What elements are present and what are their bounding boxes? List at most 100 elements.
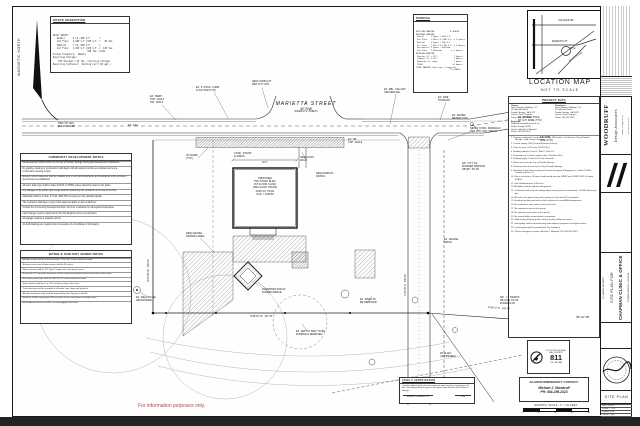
titleblock-info-row: SCALE: 1" = 20' [601,407,632,410]
waste-line: 25% Storage = 42 lbs. recycling storage [53,59,110,63]
parking-line: 13 SPACES [416,69,461,72]
call-811-number: 811 [549,353,563,363]
titleblock-info-row: DRAWN: MJW [601,410,632,413]
call-811-text: IF YOU DIG GEORGIA, CALL US FIRST! 811 I… [545,350,567,364]
hatch-areas [182,136,430,337]
plan-annotation: HC RAMP (TYP.) [186,154,198,160]
building-label: PROPOSED TWO STORY BLDG. 1ST FLOOR: CLIN… [253,177,277,196]
street-label: MARIETTA STREET 40' R/W (PAVED 21'±, PUB… [276,101,337,113]
site-note: 9. Boundary & topo from survey by Precis… [511,169,592,175]
emergency-name: Michael J. Woodruff [538,385,570,390]
note-item: All abandoned services shall be cut and … [21,300,131,306]
project-title-block: 210 MARIETTA STREET SITE PLAN FOR CHAPMA… [601,252,632,322]
waste-line: 168 lbs. Total [53,50,106,53]
property-lines [151,139,620,403]
owner-line: Phone: 404-295-2323 [511,116,531,119]
septic-circle [272,294,328,350]
waste-line: 1st Floor 1,825 S.F./100 S.F. = 128 lbs. [53,46,114,50]
emergency-title: 24-HOUR EMERGENCY CONTACT: [529,380,579,384]
scale-segment [572,408,588,412]
owner-line: Jack Chapman Holdings, LLC [511,106,538,109]
waste-line: Recycling Container: Rolling Cart (95 ga… [53,62,111,66]
firm-name: WOODRUFF [602,104,610,147]
plan-annotation: N/F CITY OF POWDER SPRINGS DB 987 PG 65 [462,162,486,171]
note-item: No grading, clearing or construction sha… [21,166,131,174]
certification-signature-row: Michael J. Woodruff, P.E. Date [400,394,474,398]
note-item: All water mains shall be ductile iron pi… [21,257,131,263]
emergency-phone: PH: 404-295-2323 [540,389,568,394]
site-note: 15. Handicap parking and access shall co… [511,200,582,203]
scale-tick: 40 [554,412,557,415]
waste-line: Medical 7 lb./100 S.F. = [53,43,101,47]
map-road-label: MARIETTA ST. [552,39,568,43]
note-item: Contact the Community Development Dept. … [21,205,131,211]
plan-annotation: N 00°09' W 150.00' [147,259,150,282]
note-item: The contractor shall keep a copy of the … [21,199,131,206]
plan-annotation: NEW 5' CONC. SIDEWALK PER CITY STD. DETA… [470,127,501,133]
water-sewer-notes-title: WATER & SANITARY SEWER NOTES [21,251,131,258]
plan-annotation: CONC. STOOP & STEPS [234,152,252,158]
site-note: 1. Property is located in Land Lot 882 o… [511,136,590,142]
site-note: 14. All work in the right-of-way shall c… [511,196,579,199]
plan-annotation: EX. WELL TO BE ABANDONED [136,296,156,302]
parking-line: Handicap (w/ ramp) 1 Space [416,61,462,63]
note-item: All development shall conform to the Cit… [21,160,131,167]
plan-annotation: EX. DBL. YELLOW CENTERLINE [384,88,406,94]
street-rw: 40' R/W [300,107,312,111]
note-item: Notify the Utilities Department 48 hours… [21,295,131,301]
engineer-seal-icon [602,356,632,384]
site-note: 8. Sanitary sewer service by the City of… [511,166,563,169]
waste-line: DAILY WASTE: [53,34,69,38]
parking-line: 2nd Floor 2 Bedrooms = 2 Spaces [416,50,463,52]
site-note: 7. Water service by the City of Powder S… [511,162,555,165]
building-footprint [231,147,307,240]
project-data-box: PROJECT DATA Owner: Jack Chapman Holding… [508,96,600,338]
site-note: 2. Current zoning: CBD (Central Business… [511,143,558,146]
community-development-notes-list: All development shall conform to the Cit… [21,160,131,228]
certification-title: LEVEL II CERTIFICATION [400,378,474,384]
scale-segment [556,408,572,412]
titleblock-info-row: JOB NO.: 0607 [601,413,632,416]
plan-annotation: NEW ASPHALT PAVING [316,172,334,178]
waste-line: 2nd Floor 2,000 S.F./100 S.F. = 40 lbs. [53,40,114,44]
parking-line: Residential 1 Space / Bedroom [416,47,451,50]
developer-line: Contact: Jack Chapman [555,114,577,117]
note-item: All sanitary sewer pipe shall be SDR-35 … [21,276,131,282]
note-item: Thrust blocking shall be provided at all… [21,286,131,291]
owner-line: Powder Springs, GA 30127 [511,111,536,114]
note-item: Any damage to the public right-of-way sh… [21,188,131,195]
firm-block: WOODRUFF Design Associates Dallas, Georg… [601,96,632,154]
plan-annotation: EX. 2' CONC. CURB & GUTTER (TYP.) [196,86,220,92]
site-note: 10. Site is not within a 100-year flood … [511,176,593,181]
plan-annotation: DUMPSTER PAD W/ SCREEN FENCE [262,288,286,294]
note-item: A minimum 10' horizontal separation shal… [21,271,131,277]
parking-line: 2nd Floor 2,000 S.F./400 S.F. = 5 Spaces [416,39,465,41]
plan-annotation: S 89°51' W 147.70' [250,315,273,318]
site-note: 13. Contractor shall verify all existing… [511,190,597,195]
water-sewer-notes-box: WATER & SANITARY SEWER NOTES All water m… [20,250,132,324]
site-note: 22. Landscaping shall be provided per Ci… [511,227,561,230]
community-development-notes-title: COMMUNITY DEVELOPMENT NOTES [21,154,131,161]
scale-segment [524,408,540,412]
map-road-label: COLLEGE DR. [558,18,575,22]
scale-tick: 60 [571,412,574,415]
site-note: 16. No wetlands or state waters exist on… [511,204,557,207]
scale-tick: 80 [587,412,590,415]
waste-generation-title: WASTE GENERATION [51,17,129,24]
plan-annotation: EX. CB TOP: 1041.8 [348,138,363,144]
owner-line: 210 Marietta Street [511,109,529,112]
community-development-notes-box: COMMUNITY DEVELOPMENT NOTES All developm… [20,153,132,245]
parking-line: REQUIRED PARKING: [416,33,436,36]
developer-line: 210 Marietta Street [555,109,573,112]
plan-annotation: NEW GRAVEL PARKING AREA [186,232,205,238]
titleblock-info-row: DATE: 4-16-07 [601,404,632,407]
waste-line: Pickup Frequency: Weekly [53,53,86,57]
scale-segment [540,408,556,412]
project-data-title: PROJECT DATA [509,97,599,104]
plan-annotation: EX. SHED TO BE REMOVED [360,298,377,304]
location-map-title: LOCATION MAP [529,79,591,86]
